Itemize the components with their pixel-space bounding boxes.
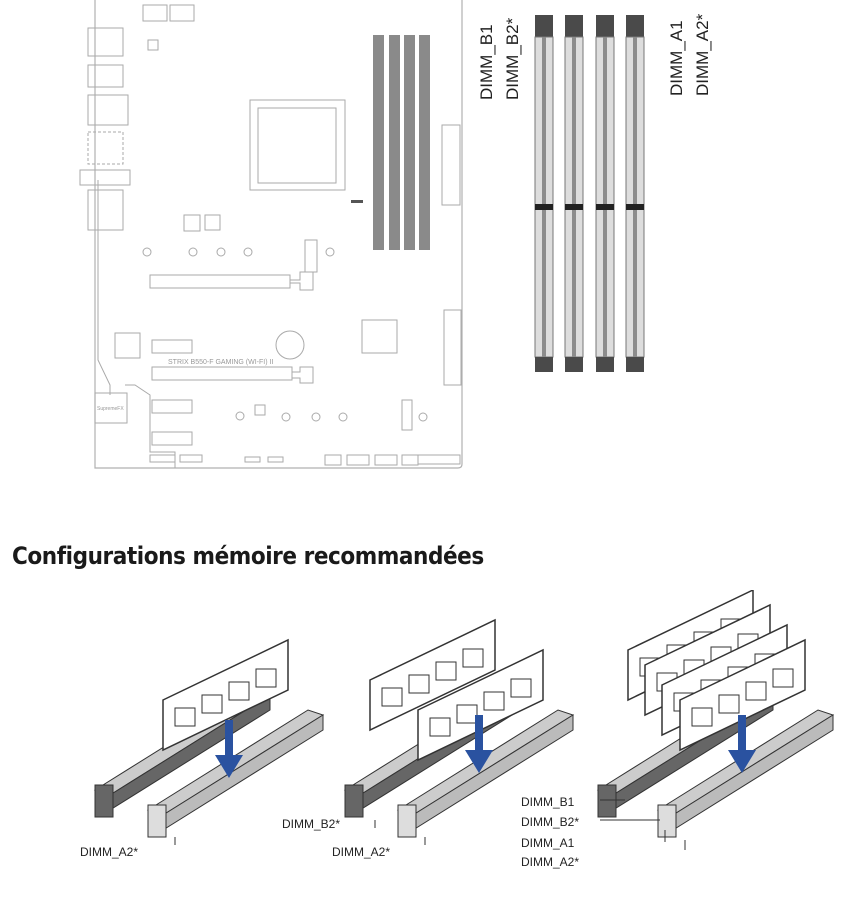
config2-label-a2: DIMM_A2* [332,845,391,859]
config-illustrations [93,590,835,850]
dimm-slot [534,15,554,372]
board-model-silkscreen: STRIX B550-F GAMING (WI-FI) II [168,359,273,366]
label-dimm-b2: DIMM_B2* [503,17,522,100]
label-dimm-a1: DIMM_A1 [667,20,686,96]
memory-module [417,648,544,762]
dimm-slot [564,15,584,372]
insert-arrow-icon [215,720,243,778]
memory-module [369,618,496,732]
config1-label-a2: DIMM_A2* [80,845,139,859]
section-title: Configurations mémoire recommandées [12,542,484,570]
audio-chip-label: SupremeFX [97,406,124,412]
motherboard-diagram: STRIX B550-F GAMING (WI-FI) II SupremeFX [79,0,463,469]
memory-module [679,638,806,752]
config3-label-b2: DIMM_B2* [521,815,580,829]
dimm-slots-enlarged [534,15,645,372]
config2-label-b2: DIMM_B2* [282,817,341,831]
memory-slot [396,709,575,838]
dimm-slot [625,15,645,372]
config3-label-a1: DIMM_A1 [521,836,575,850]
insert-arrow-icon [465,715,493,773]
dimm-slot [595,15,615,372]
label-dimm-a2: DIMM_A2* [693,13,712,96]
label-dimm-b1: DIMM_B1 [477,24,496,100]
config3-label-b1: DIMM_B1 [521,795,575,809]
config3-label-a2: DIMM_A2* [521,855,580,869]
memory-module [162,638,289,752]
insert-arrow-icon [728,715,756,773]
